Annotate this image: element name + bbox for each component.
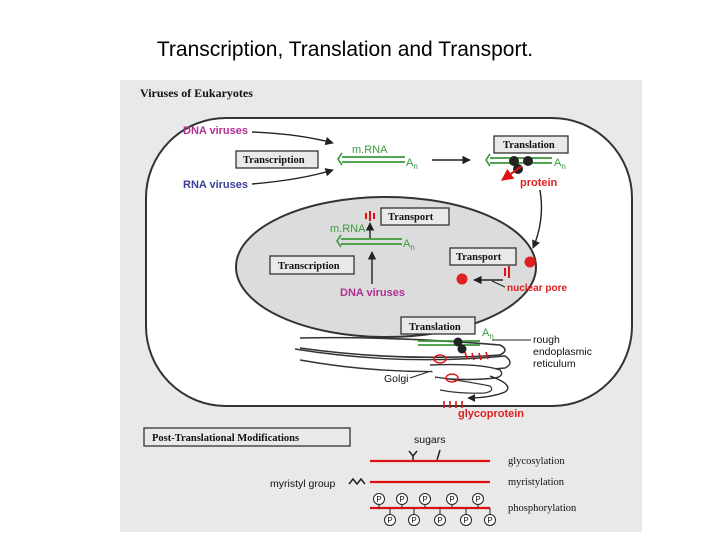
phosphorylation-label: phosphorylation [508, 503, 577, 514]
sugars-label: sugars [414, 434, 446, 446]
mrna-top-label: m.RNA [352, 144, 388, 156]
dna-virus-arrow [251, 131, 334, 146]
nuclear-pore-pointer [491, 280, 506, 288]
phosphate-symbol: P [437, 516, 442, 525]
mrna-export [365, 211, 375, 238]
svg-text:Transcription: Transcription [278, 261, 340, 272]
er-ribosome [457, 344, 467, 354]
translation-mrna [485, 153, 552, 167]
nuclear-pore-marker [504, 266, 510, 278]
svg-text:Translation: Translation [503, 140, 555, 151]
phosphate-symbol: P [376, 495, 381, 504]
poly-a-top: An [406, 157, 418, 171]
phosphate-symbol: P [387, 516, 392, 525]
glycoprotein-spikes [443, 401, 463, 408]
golgi-pointer [409, 371, 429, 379]
svg-text:Transport: Transport [456, 252, 502, 263]
figure-heading: Viruses of Eukaryotes [140, 86, 253, 100]
er-mrna [418, 340, 480, 346]
svg-text:Post-Translational Modificatio: Post-Translational Modifications [152, 433, 299, 444]
phosphate-circle [408, 514, 420, 526]
poly-a-translation: An [554, 157, 566, 171]
er-protein-spikes [464, 351, 489, 361]
ribosome [523, 156, 533, 166]
phosphate-circle [484, 514, 496, 526]
phosphate-circle [446, 493, 458, 505]
myristyl-group-label: myristyl group [270, 478, 336, 490]
nuclear-pore-label: nuclear pore [507, 283, 567, 294]
phosphate-symbol: P [422, 495, 427, 504]
svg-text:Translation: Translation [409, 322, 461, 333]
transcription-box-cytoplasm: Transcription [235, 150, 319, 169]
protein-red-dot [524, 256, 536, 268]
phosphate-symbol: P [449, 495, 454, 504]
slide-title: Transcription, Translation and Transport… [156, 38, 534, 61]
phosphate-circle [472, 493, 484, 505]
phosphate-circle [396, 493, 408, 505]
phosphate-circle [384, 514, 396, 526]
mrna-top [337, 152, 405, 166]
protein-label: protein [520, 177, 558, 189]
glycoprotein-label: glycoprotein [458, 408, 524, 420]
phosphate-symbol: P [463, 516, 468, 525]
transport-box-right: Transport [449, 247, 517, 266]
vesicle [433, 354, 447, 364]
ribosome [509, 156, 519, 166]
golgi-exit-arrow [467, 375, 509, 402]
myristyl-zigzag [348, 477, 366, 486]
phosphate-circle [373, 493, 385, 505]
nascent-protein-arrow [501, 165, 523, 181]
golgi-label: Golgi [384, 373, 409, 385]
glycosylation-label: glycosylation [508, 456, 565, 467]
vesicle [445, 373, 459, 383]
translation-box-cytoplasm: Translation [493, 135, 569, 154]
protein-to-nucleus-arrow [532, 189, 543, 249]
poly-a-nucleus: An [403, 238, 415, 252]
sugar-marks [408, 449, 441, 461]
rna-virus-arrow [251, 168, 334, 185]
rough-er-label-line1: rough [533, 334, 560, 346]
phosphate-symbol: P [399, 495, 404, 504]
phosphate-groups: P P P P P P P P P P [373, 493, 496, 526]
mrna-nucleus-label: m.RNA [330, 223, 366, 235]
phosphate-symbol: P [487, 516, 492, 525]
transport-box-top: Transport [380, 207, 450, 226]
rough-er-label-line3: reticulum [533, 358, 576, 370]
myristylation-label: myristylation [508, 477, 565, 488]
phosphate-circle [460, 514, 472, 526]
rna-viruses-label: RNA viruses [183, 179, 248, 191]
nuclear-dna-viruses-label: DNA viruses [340, 287, 405, 299]
dna-viruses-label: DNA viruses [183, 125, 248, 137]
phosphate-circle [419, 493, 431, 505]
phosphate-symbol: P [411, 516, 416, 525]
nucleus [235, 196, 537, 338]
er-ribosome [453, 337, 463, 347]
post-translational-box: Post-Translational Modifications [143, 427, 351, 447]
svg-text:Transcription: Transcription [243, 155, 305, 166]
transcription-box-nucleus: Transcription [269, 255, 355, 275]
phosphate-symbol: P [475, 495, 480, 504]
rough-er-label-line2: endoplasmic [533, 346, 592, 358]
protein-red-dot-nucleus [456, 273, 468, 285]
poly-a-er: An [482, 327, 494, 341]
mrna-nucleus [336, 234, 402, 248]
svg-text:Transport: Transport [388, 212, 434, 223]
translation-box-er: Translation [400, 316, 476, 335]
phosphate-circle [434, 514, 446, 526]
